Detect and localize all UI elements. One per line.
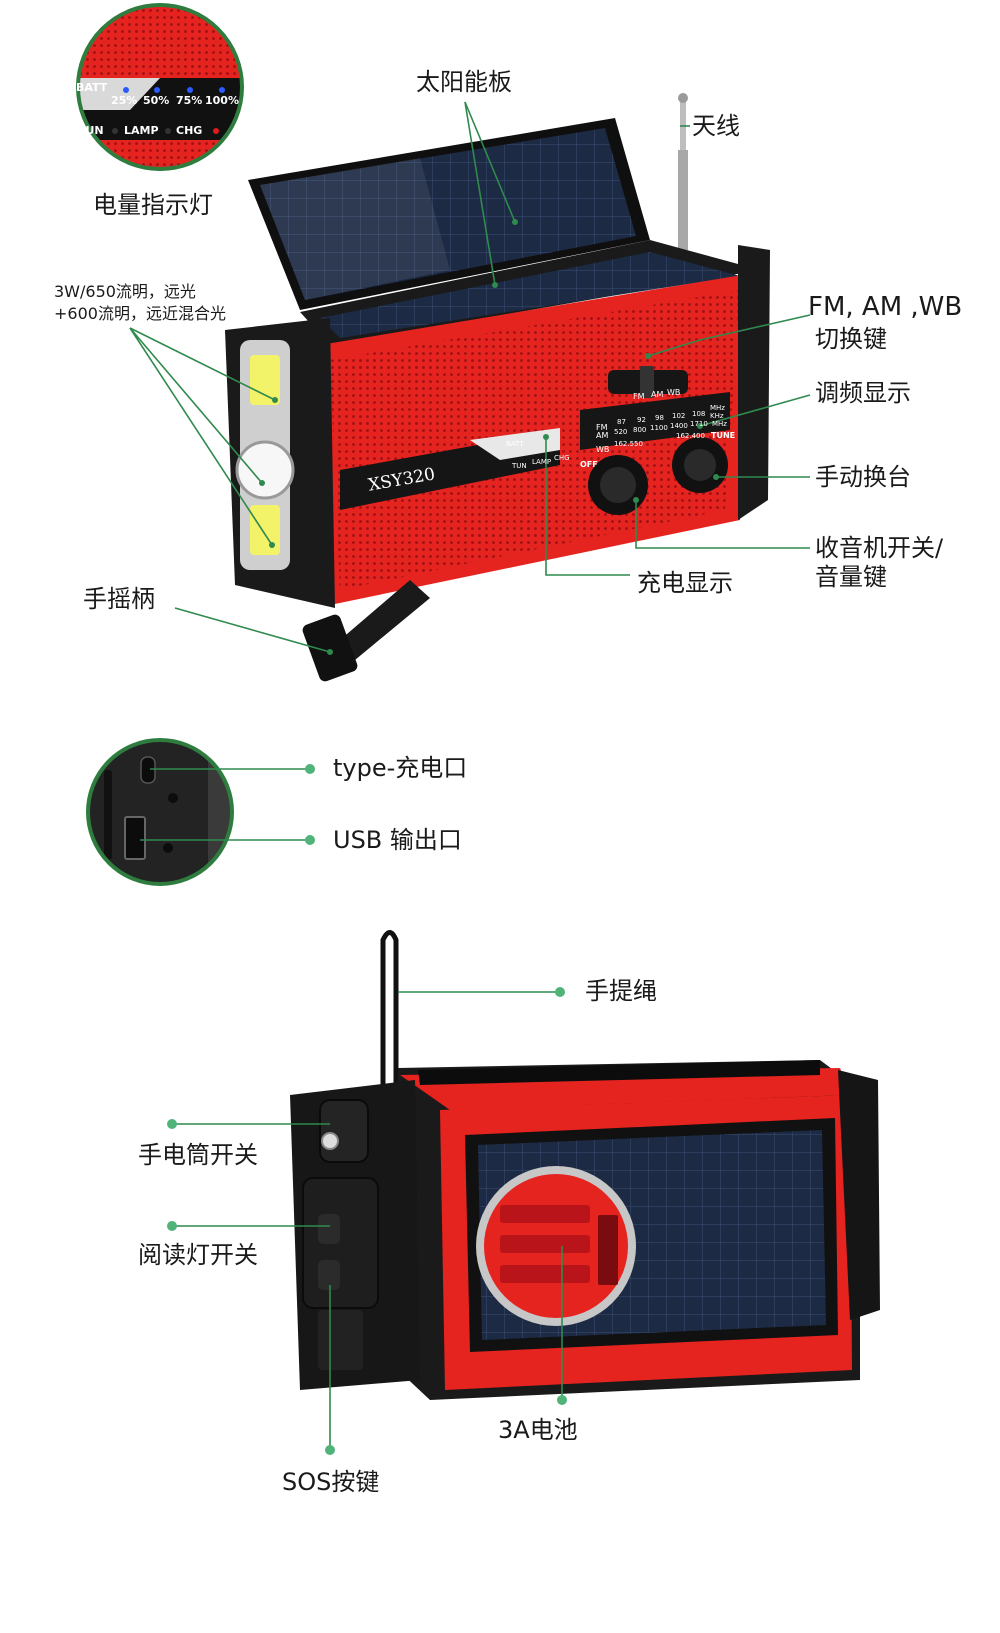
scale-fm-92: 92 <box>637 416 646 424</box>
type-c-callout: type-充电口 <box>333 754 468 782</box>
knob-tune-label: TUNE <box>711 431 736 440</box>
scale-am-800: 800 <box>633 426 647 434</box>
section-front-view: BATT 25% 50% 75% 100% TUN LAMP CHG XSY32… <box>0 0 1000 720</box>
front-view-illustration <box>76 3 811 682</box>
hand-crank-shape <box>302 580 430 682</box>
scale-wb-label: WB <box>596 445 610 454</box>
reading-light-switch-callout: 阅读灯开关 <box>138 1241 258 1269</box>
band-switch-callout-line2: 切换键 <box>815 325 887 353</box>
ports-illustration <box>86 738 315 886</box>
scale-am-1710: 1710 <box>690 420 708 428</box>
inset-25-label: 25% <box>111 94 138 107</box>
solar-panel-callout: 太阳能板 <box>416 68 512 96</box>
scale-am-unit: KHz <box>710 412 724 420</box>
knob-off-label: OFF <box>580 460 598 469</box>
inset-lamp-label: LAMP <box>124 124 159 137</box>
inset-50-label: 50% <box>143 94 170 107</box>
battery-indicator-inset <box>78 5 242 169</box>
light-callout-line1: 3W/650流明，远光 <box>54 282 196 301</box>
light-callout-line2: +600流明，远近混合光 <box>54 304 226 323</box>
inset-batt-label: BATT <box>76 81 108 94</box>
scale-wb-end: 162.400 <box>676 432 705 440</box>
band-am-label: AM <box>651 390 664 399</box>
scale-am-1100: 1100 <box>650 424 668 432</box>
scale-am-520: 520 <box>614 428 628 436</box>
sos-button-callout: SOS按键 <box>282 1468 380 1496</box>
power-volume-callout-line2: 音量键 <box>815 563 887 591</box>
antenna <box>678 93 688 250</box>
panel-batt-label: BATT <box>506 440 524 448</box>
antenna-callout: 天线 <box>692 112 740 140</box>
scale-am-1400: 1400 <box>670 422 688 430</box>
hand-crank-callout: 手摇柄 <box>83 585 155 613</box>
scale-fm-98: 98 <box>655 414 664 422</box>
band-switch-callout-line1: FM, AM ,WB <box>808 292 963 322</box>
inset-75-label: 75% <box>176 94 203 107</box>
inset-100-label: 100% <box>205 94 239 107</box>
scale-wb-unit: MHz <box>712 420 727 428</box>
battery-callout: 3A电池 <box>498 1416 578 1444</box>
band-fm-label: FM <box>633 392 645 401</box>
panel-tun-label: TUN <box>512 462 527 470</box>
scale-fm-label: FM <box>596 423 608 432</box>
tuning-display-callout: 调频显示 <box>815 379 911 407</box>
scale-fm-102: 102 <box>672 412 686 420</box>
manual-tuning-callout: 手动换台 <box>815 463 911 491</box>
back-view-illustration <box>167 930 880 1455</box>
battery-indicator-callout: 电量指示灯 <box>93 191 213 219</box>
inset-chg-label: CHG <box>176 124 203 137</box>
power-volume-callout-line1: 收音机开关/ <box>815 534 944 562</box>
scale-am-label: AM <box>596 431 609 440</box>
flashlight-switch-callout: 手电筒开关 <box>138 1141 258 1169</box>
strap-callout: 手提绳 <box>585 977 657 1005</box>
panel-lamp-label: LAMP <box>532 458 552 466</box>
scale-fm-87: 87 <box>617 418 626 426</box>
usb-out-callout: USB 输出口 <box>333 826 462 854</box>
inset-ring <box>76 3 244 171</box>
solar-panel-lid <box>248 118 650 310</box>
panel-chg-label: CHG <box>554 454 570 462</box>
scale-fm-108: 108 <box>692 410 706 418</box>
scale-fm-unit: MHz <box>710 404 725 412</box>
scale-wb-start: 162.550 <box>614 440 643 448</box>
section-ports: type-充电口 USB 输出口 <box>0 720 1000 910</box>
callout-lines-front <box>129 101 811 653</box>
inset-tun-label: TUN <box>78 124 104 137</box>
section-back-view: 手提绳 手电筒开关 阅读灯开关 SOS按键 3A电池 <box>0 910 1000 1633</box>
band-wb-label: WB <box>667 388 681 397</box>
charge-display-callout: 充电显示 <box>637 569 733 597</box>
